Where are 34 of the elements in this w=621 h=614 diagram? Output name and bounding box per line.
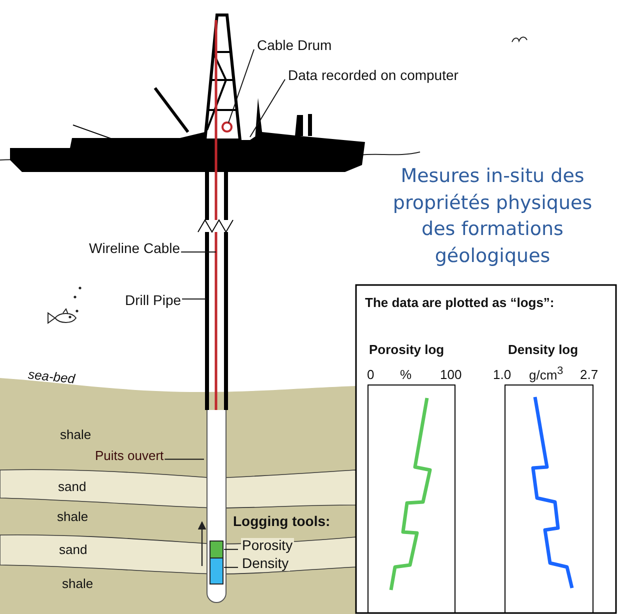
title: Mesures in-situ des propriétés physiques des formations géologiques (392, 164, 594, 269)
leader-line (224, 548, 238, 550)
layer-label: shale (57, 510, 88, 524)
callout-label: Data recorded on computer (288, 68, 458, 84)
axis-unit: g/cm$^{3}$ (529, 366, 564, 383)
callout-label: Porosity (241, 538, 294, 554)
layer-label: sea-bed (27, 368, 76, 387)
callout-label: Density (241, 556, 290, 572)
heading: Logging tools: (233, 514, 330, 530)
hole-label: Puits ouvert (95, 449, 164, 464)
layer-label: shale (60, 428, 92, 442)
leader-line (182, 298, 208, 300)
axis-title: Density log (508, 343, 578, 358)
borehole-drawing (206, 410, 226, 603)
tool-segment (210, 540, 224, 558)
tick-label: 1.0 (493, 368, 512, 382)
axis-title: Porosity log (369, 343, 444, 358)
axis-unit: % (400, 368, 412, 382)
leader-line (250, 78, 286, 138)
callout-label: Cable Drum (257, 38, 332, 54)
leader-line (224, 566, 238, 568)
layer-label: sand (59, 543, 88, 558)
callout-label: Wireline Cable (89, 241, 180, 256)
tick-label: 100 (440, 368, 462, 382)
callout-label: Drill Pipe (125, 293, 182, 308)
tick-label: 2.7 (580, 368, 598, 382)
leader-line (228, 48, 254, 124)
cable-drum-circle (222, 122, 232, 132)
layer-label: sand (58, 480, 86, 494)
layer-label: shale (62, 577, 94, 592)
tool-segment (210, 558, 224, 584)
leader-line (164, 458, 204, 460)
panel-heading: The data are plotted as “logs”: (365, 296, 554, 310)
tick-label: 0 (367, 368, 374, 382)
